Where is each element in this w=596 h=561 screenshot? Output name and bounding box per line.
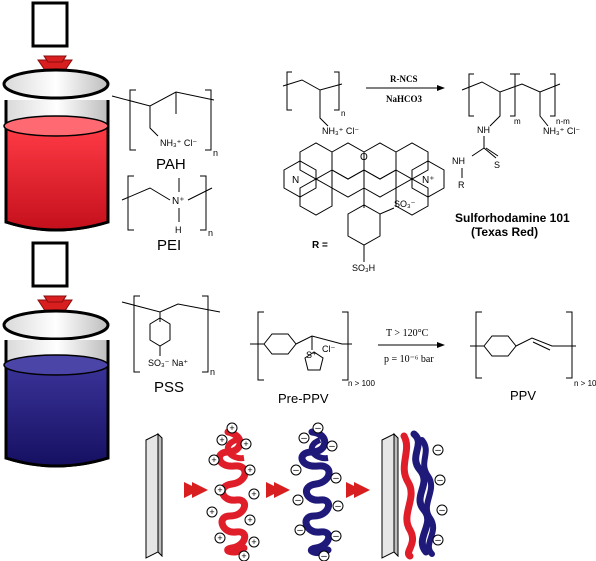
svg-text:–: – xyxy=(315,423,321,434)
step-arrow-2-icon xyxy=(266,482,290,498)
polyallylamine-reactant: n NH₃⁺ Cl⁻ xyxy=(282,71,359,136)
substrate-slide-bottom xyxy=(31,241,69,288)
pah-label: PAH xyxy=(156,156,186,173)
pei-structure: N⁺ H n PEI xyxy=(121,175,213,254)
svg-text:+: + xyxy=(219,435,224,445)
pre-ppv-structure: S⁺ Cl⁻ n > 100 Pre-PPV xyxy=(250,311,375,406)
step-arrow-1-icon xyxy=(184,482,208,498)
product-subscript-m: m xyxy=(514,117,521,126)
svg-text:–: – xyxy=(437,475,443,486)
product-nh-lower: NH xyxy=(452,156,465,166)
r-equals-label: R = xyxy=(312,240,328,251)
product-nh3-cl: NH₃⁺ Cl⁻ xyxy=(543,126,580,136)
substrate-slide-top xyxy=(31,1,69,48)
condition-pressure: p = 10⁻⁶ bar xyxy=(384,354,434,365)
product-thiourea-s: S xyxy=(494,160,500,170)
thermal-conversion-arrow: T > 120°C p = 10⁻⁶ bar xyxy=(378,328,445,365)
svg-text:+: + xyxy=(229,423,234,433)
svg-text:+: + xyxy=(243,439,248,449)
sulforhodamine-title: Sulforhodamine 101 xyxy=(455,211,570,225)
svg-text:–: – xyxy=(321,551,327,561)
svg-text:–: – xyxy=(439,505,445,516)
left-n: N xyxy=(292,175,299,186)
svg-text:+: + xyxy=(247,465,252,475)
reactant-subscript-n: n xyxy=(341,109,345,118)
svg-text:+: + xyxy=(241,551,246,561)
pre-ppv-label: Pre-PPV xyxy=(278,391,329,406)
ppv-structure: n > 100 PPV xyxy=(470,311,596,403)
product-r: R xyxy=(458,180,465,190)
ppv-subscript: n > 100 xyxy=(574,379,596,388)
pre-ppv-subscript: n > 100 xyxy=(348,379,375,388)
pre-ppv-s-plus: S⁺ xyxy=(306,350,317,360)
svg-text:–: – xyxy=(329,441,335,452)
step-arrow-3-icon xyxy=(346,482,370,498)
reagent-r-ncs: R-NCS xyxy=(390,74,418,84)
pah-subscript-n: n xyxy=(213,148,218,158)
product-nh-upper: NH xyxy=(477,125,490,135)
svg-text:–: – xyxy=(333,473,339,484)
svg-text:–: – xyxy=(295,495,301,506)
pss-so3-na: SO₃⁻ Na⁺ xyxy=(148,358,188,368)
polyanion-charges: –– –– –– –– –– xyxy=(290,422,344,561)
pei-h: H xyxy=(175,225,182,235)
svg-text:–: – xyxy=(333,531,339,542)
texas-red-title: (Texas Red) xyxy=(471,225,538,239)
svg-text:–: – xyxy=(297,525,303,536)
pss-subscript-n: n xyxy=(210,367,215,377)
svg-text:–: – xyxy=(335,501,341,512)
reagent-nahco3: NaHCO3 xyxy=(386,94,423,104)
pei-n-plus: N⁺ xyxy=(172,196,185,207)
svg-text:–: – xyxy=(293,465,299,476)
svg-text:+: + xyxy=(251,537,256,547)
coated-substrate xyxy=(381,430,437,560)
glass-substrate-1 xyxy=(145,432,163,559)
pei-label: PEI xyxy=(157,237,181,254)
ortho-so3: SO₃⁻ xyxy=(394,199,416,209)
svg-text:+: + xyxy=(209,507,214,517)
svg-text:+: + xyxy=(247,515,252,525)
svg-text:–: – xyxy=(435,445,441,456)
red-beaker-icon xyxy=(2,68,110,232)
svg-text:+: + xyxy=(217,533,222,543)
pss-label: PSS xyxy=(154,379,184,396)
ppv-label: PPV xyxy=(510,388,536,403)
pei-subscript-n: n xyxy=(208,228,213,238)
svg-text:+: + xyxy=(211,455,216,465)
coated-substrate-charges: – – – – xyxy=(432,444,448,546)
pre-ppv-cl: Cl⁻ xyxy=(322,344,335,354)
reaction-arrow-labeling: R-NCS NaHCO3 xyxy=(366,74,445,104)
product-subscript-n-m: n-m xyxy=(556,117,570,126)
para-so3h: SO₃H xyxy=(352,263,375,273)
right-n-plus: N⁺ xyxy=(422,175,435,186)
xanthene-o: O xyxy=(360,152,368,163)
svg-text:–: – xyxy=(301,433,307,444)
pss-structure: SO₃⁻ Na⁺ n PSS xyxy=(121,295,221,396)
svg-text:+: + xyxy=(217,485,222,495)
pah-nh3-cl: NH₃⁺ Cl⁻ xyxy=(160,138,197,148)
labeled-copolymer-product: m n-m NH₃⁺ Cl⁻ NH S NH R xyxy=(452,73,580,190)
svg-text:+: + xyxy=(251,489,256,499)
svg-text:–: – xyxy=(435,535,441,546)
polycation-coil xyxy=(216,428,249,556)
polycation-charges: ++ ++ ++ ++ ++ ++ xyxy=(206,422,260,561)
pah-structure: NH₃⁺ Cl⁻ n PAH xyxy=(111,89,218,173)
blue-beaker-icon xyxy=(2,309,110,468)
reactant-nh3-cl: NH₃⁺ Cl⁻ xyxy=(322,126,359,136)
sulforhodamine-structure: O N N⁺ SO₃⁻ SO₃H R = xyxy=(283,142,445,273)
polyanion-coil xyxy=(298,428,333,557)
condition-temperature: T > 120°C xyxy=(386,328,429,339)
